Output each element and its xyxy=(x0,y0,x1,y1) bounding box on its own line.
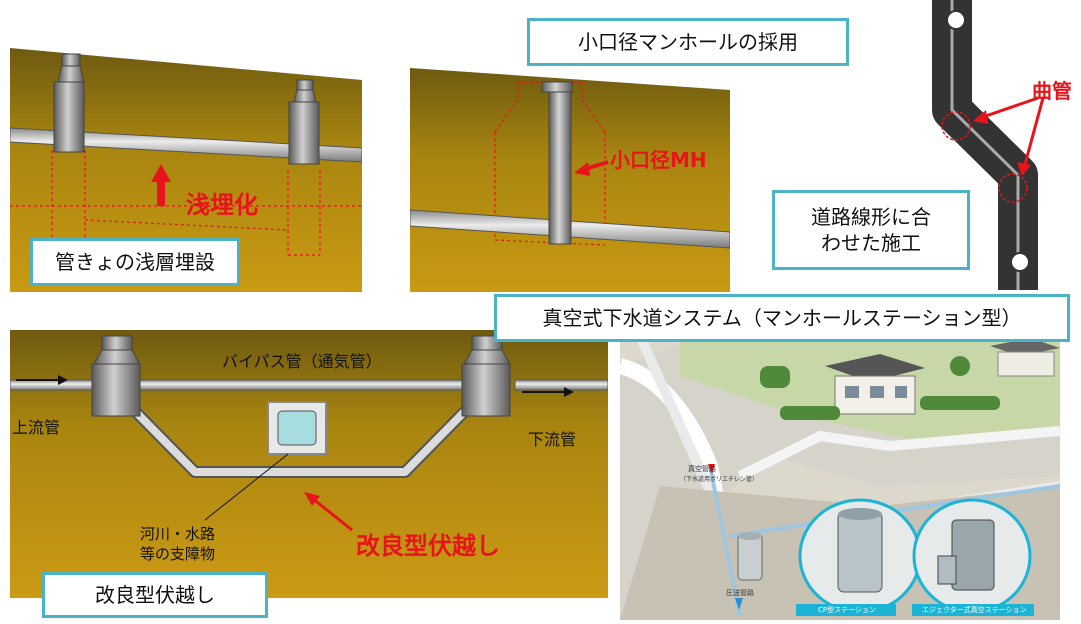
upstream-pipe xyxy=(9,379,101,391)
vacuum-sewer-caption: 真空式下水道システム（マンホールステーション型） xyxy=(494,294,1070,342)
house xyxy=(825,354,925,415)
downstream-label: 下流管 xyxy=(528,430,577,449)
vacuum-sewer-illustration xyxy=(617,333,1061,622)
station-cp-icon xyxy=(798,498,922,614)
small-manhole-label: 小口径MH xyxy=(610,148,707,172)
bypass-label: バイパス管（通気管） xyxy=(222,352,382,371)
station1-label-bg xyxy=(796,604,896,616)
siphon-pipe xyxy=(125,401,475,476)
small-manhole-panel: 小口径MH xyxy=(409,60,731,292)
manhole-right xyxy=(288,79,320,165)
obstacle-icon xyxy=(267,401,327,455)
pipe-arrow-icon xyxy=(708,464,715,474)
original-depth-lines xyxy=(10,150,362,256)
soil xyxy=(10,48,362,292)
station1-label: CP型ステーション xyxy=(818,606,876,614)
small-manhole xyxy=(541,81,573,245)
shallow-arrow-icon xyxy=(151,164,171,206)
bend-arrows-icon xyxy=(973,96,1045,176)
shallow-burial-panel: 浅埋化 xyxy=(9,40,363,292)
station2-label-bg xyxy=(912,604,1034,616)
obstacle-label-line2: 等の支障物 xyxy=(140,545,216,563)
manhole-top xyxy=(946,10,966,30)
vacuum-pipe-label-line2: （下水道用ポリエチレン管） xyxy=(680,476,759,483)
pressure-arrow-icon xyxy=(735,598,743,610)
roadside-manhole-icon xyxy=(737,532,763,581)
bend-marker-lower xyxy=(998,173,1028,203)
siphon-label: 改良型伏越し xyxy=(356,532,500,560)
obstacle-label-line1: 河川・水路 xyxy=(140,525,216,543)
manhole-left xyxy=(53,53,85,153)
curved-pipe-diagram xyxy=(932,0,1045,290)
manhole-bottom xyxy=(1010,252,1030,272)
downstream-pipe xyxy=(514,379,609,391)
vacuum-sewer-panel: 真空管路 （下水道用ポリエチレン管） 圧送管路 CP型ステーション エジェクター… xyxy=(617,333,1061,622)
hedges xyxy=(760,356,1000,420)
pressure-pipe-label: 圧送管路 xyxy=(726,589,754,597)
vacuum-pipe xyxy=(708,465,742,617)
obstacle-leader-line xyxy=(204,453,289,521)
siphon-panel: バイパス管（通気管） 上流管 下流管 河川・水路 等の支障物 改良型伏越し xyxy=(9,330,609,598)
shallow-burial-diagram xyxy=(9,48,363,292)
manhole-right xyxy=(461,335,511,417)
bypass-pipe xyxy=(139,379,463,391)
manhole-left xyxy=(91,335,141,417)
shallow-caption: 管きょの浅層埋設 xyxy=(30,238,240,286)
curved-pipe-panel: 曲管 xyxy=(928,0,1081,290)
house-right xyxy=(990,338,1060,377)
station-ejector-icon xyxy=(912,498,1032,614)
station2-label: エジェクター式真空ステーション xyxy=(922,606,1027,614)
curved-pipe-caption-line2: わせた施工 xyxy=(821,231,921,255)
bend-marker-upper xyxy=(941,111,971,141)
siphon-caption: 改良型伏越し xyxy=(42,572,268,618)
upstream-label: 上流管 xyxy=(12,418,61,437)
flow-out-arrow-icon xyxy=(522,387,574,397)
vacuum-pipe-label-line1: 真空管路 xyxy=(688,465,716,473)
curved-pipe-caption-line1: 道路線形に合 xyxy=(811,205,931,229)
shallow-label: 浅埋化 xyxy=(186,191,258,219)
siphon-arrow-icon xyxy=(304,492,353,532)
small-manhole-caption: 小口径マンホールの採用 xyxy=(527,18,849,66)
siphon-diagram xyxy=(9,330,609,598)
pipe-line xyxy=(950,0,1020,290)
pointer-arrow-icon xyxy=(574,160,609,176)
curved-pipe-label: 曲管 xyxy=(1032,79,1072,103)
curved-pipe-caption: 道路線形に合 わせた施工 xyxy=(772,190,970,270)
flow-in-arrow-icon xyxy=(16,375,68,385)
small-manhole-diagram xyxy=(409,68,731,292)
